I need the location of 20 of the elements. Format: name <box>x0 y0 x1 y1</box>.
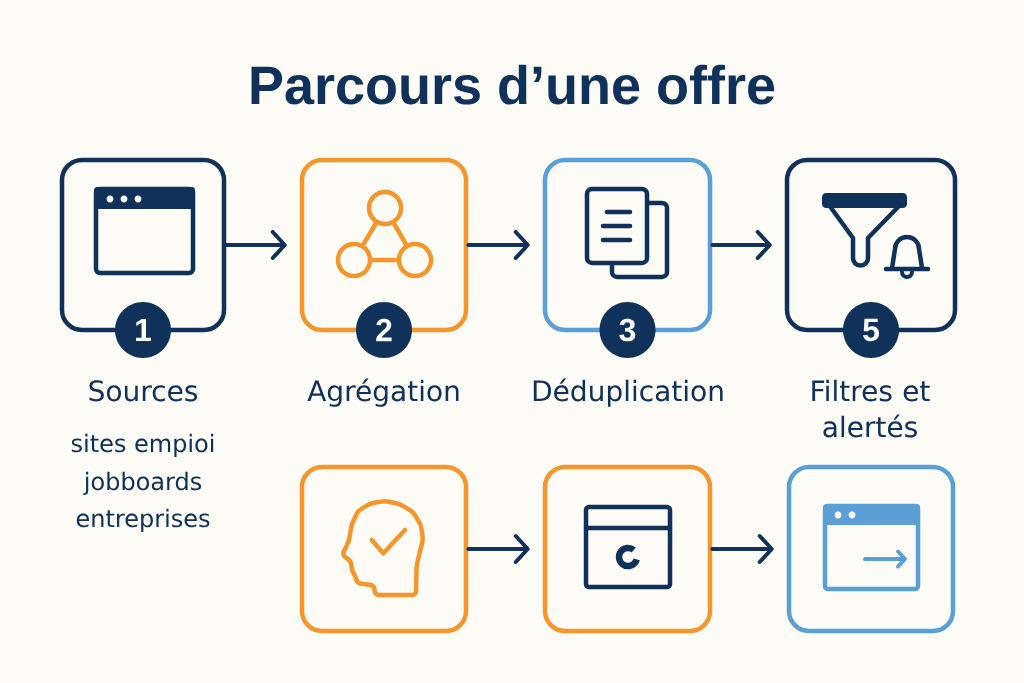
arrow <box>710 230 772 260</box>
arrow <box>466 230 530 260</box>
source-item: entreprises <box>76 508 210 532</box>
step-label: Agrégation <box>307 378 459 407</box>
arrow <box>466 534 530 564</box>
step-label: Sources <box>89 380 198 402</box>
step-box <box>542 464 713 634</box>
number-badge: 1 <box>115 302 171 358</box>
source-item: sites empioi <box>71 433 214 457</box>
number-badge: 3 <box>599 302 656 358</box>
number-badge: 2 <box>356 302 412 358</box>
number-badge: 5 <box>843 302 899 358</box>
step-label: Déduplication <box>533 378 723 407</box>
step-box <box>786 464 956 634</box>
arrow <box>224 230 287 260</box>
arrow <box>710 534 774 564</box>
step-label: Filtres et alertés <box>812 379 930 438</box>
title: Parcours d’une offre <box>251 64 775 105</box>
source-item: jobboards <box>83 471 202 495</box>
step-box <box>299 464 469 634</box>
